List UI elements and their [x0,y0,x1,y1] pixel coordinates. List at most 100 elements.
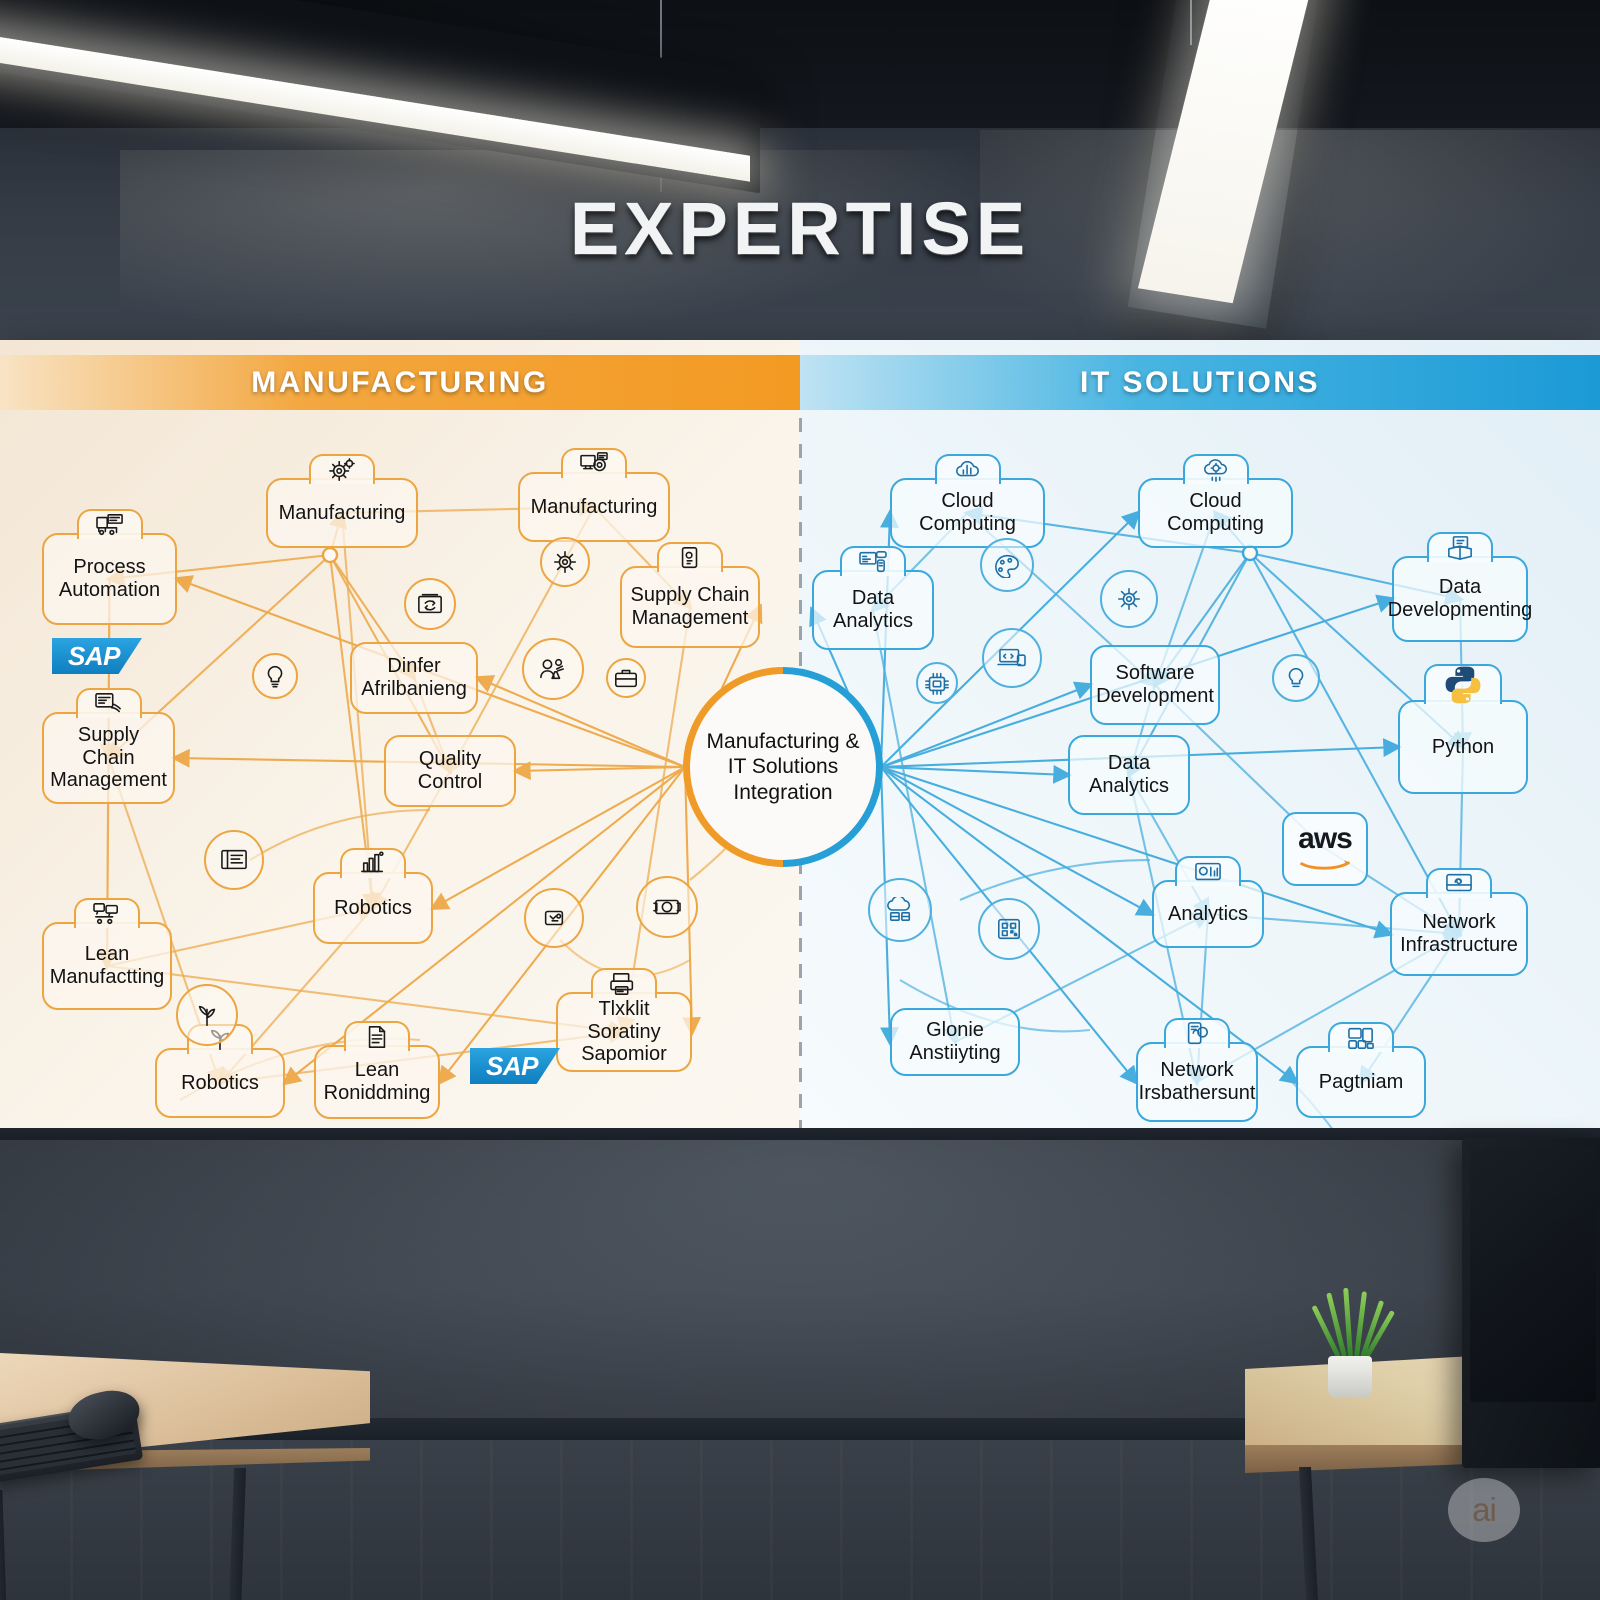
plant-pot [1328,1356,1372,1398]
node-robotics[interactable]: Robotics [155,1024,285,1118]
node-label: Supply Chain Management [50,724,167,792]
node-label: Data Analytics [832,587,914,632]
laptop-code-icon [982,628,1042,688]
devices-icon [1328,1022,1394,1052]
camera-robot-icon [636,876,698,938]
node-glonie-anstiiyting[interactable]: Glonie Anstiiyting [890,1008,1020,1076]
wall-light-glow-left [120,150,1020,340]
node-label: Supply Chain Management [630,584,750,629]
node-process-automation[interactable]: Process Automation [42,509,177,625]
clipboard-icon [657,542,723,572]
node-data-developmenting[interactable]: Data Developmenting [1388,532,1532,642]
node-label: Network Irsbathersunt [1138,1059,1256,1104]
expertise-board: MANUFACTURING IT SOLUTIONS Process Autom… [0,340,1600,1140]
dashboard-icon [840,546,906,576]
gear-blue-icon [1100,570,1158,628]
node-supply-chain-management[interactable]: Supply Chain Management [620,542,760,648]
sap-logo: SAP [470,1048,560,1084]
node-manufacturing[interactable]: Manufacturing [266,454,418,548]
node-label: Quality Control [417,748,483,793]
node-data-analytics[interactable]: Data Analytics [1068,735,1190,815]
desk-left-leg-back [0,1490,10,1600]
node-lean-roniddming[interactable]: Lean Roniddming [314,1021,440,1119]
manufacturing-header: MANUFACTURING [0,355,800,410]
cloud-db-icon [868,878,932,942]
node-label: Glonie Anstiiyting [909,1019,1001,1064]
pendant-wire-right [1190,0,1192,45]
node-label: Tlxklit Soratiny Sapomior [581,998,667,1066]
gear-icon [540,537,590,587]
aws-smile-icon [1299,854,1351,875]
potted-plant [1300,1272,1400,1398]
qr-icon [978,898,1040,960]
cart-chat-icon [74,898,140,928]
node-pagtniam[interactable]: Pagtniam [1296,1022,1426,1118]
it-solutions-header: IT SOLUTIONS [800,355,1600,410]
node-label: Data Analytics [1088,752,1170,797]
bulb-icon [252,653,298,699]
desk-right-leg [1298,1467,1324,1600]
node-analytics[interactable]: Analytics [1152,856,1264,948]
people-chart-icon [522,638,584,700]
node-cloud-computing[interactable]: Cloud Computing [1138,454,1293,548]
wall-light-glow-right [980,130,1600,340]
monitor [1462,1138,1600,1468]
node-dinfer-afrilbanieng[interactable]: Dinfer Afrilbanieng [350,642,478,714]
node-label: Pagtniam [1318,1070,1404,1093]
monitor-cog-icon [561,448,627,478]
node-lean-manufactting[interactable]: Lean Manufactting [42,898,172,1010]
node-label: Robotics [181,1071,259,1094]
invoice-hand-icon [75,688,142,718]
document-icon [344,1021,410,1051]
plant-gray-icon [176,984,238,1046]
node-cloud-computing[interactable]: Cloud Computing [890,454,1045,548]
center-hub[interactable]: Manufacturing & IT Solutions Integration [683,667,883,867]
analytics-screen-icon [1175,856,1241,886]
node-aws[interactable]: aws [1282,812,1368,886]
chip-icon [524,888,584,948]
node-network-irsbathersunt[interactable]: Network Irsbathersunt [1136,1018,1258,1122]
node-network-infrastructure[interactable]: Network Infrastructure [1390,868,1528,976]
cpu-icon [916,662,958,704]
node-label: Lean Roniddming [323,1059,431,1104]
node-software-development[interactable]: Software Development [1090,645,1220,725]
node-label: Cloud Computing [1167,490,1264,535]
node-supply-chain-management[interactable]: Supply Chain Management [42,688,175,804]
desk-left-leg-front [225,1468,247,1600]
node-label: Lean Manufactting [49,943,165,988]
node-label: Manufacturing [530,495,658,518]
palette-icon [980,538,1034,592]
node-quality-control[interactable]: Quality Control [384,735,516,807]
blueprint-icon [204,830,264,890]
exchange-box-icon [404,578,456,630]
cloud-chart-icon [934,454,1001,484]
server-icon [1427,532,1493,562]
node-label: Process Automation [58,556,161,601]
page-title: EXPERTISE [569,187,1031,270]
monitor-cloud-icon [1426,868,1492,898]
baseboard [0,1418,1600,1440]
node-label: Network Infrastructure [1400,911,1518,956]
printer-icon [591,968,657,998]
wall-upper [0,128,1600,340]
cloud-ai-icon [1182,454,1249,484]
node-tlxklit-soratiny-sapomior[interactable]: Tlxklit Soratiny Sapomior [556,968,692,1072]
node-python[interactable]: Python [1398,664,1528,794]
bar-chart-icon [340,848,406,878]
node-manufacturing[interactable]: Manufacturing [518,448,670,542]
briefcase-icon [606,658,646,698]
mobile-cloud-icon [1164,1018,1230,1048]
desk-left [0,1350,370,1600]
monitor-screen [1470,1148,1596,1402]
hub-label: Manufacturing & IT Solutions Integration [706,729,860,804]
node-label: Software Development [1096,662,1214,707]
node-label: Python [1431,735,1495,758]
node-data-analytics[interactable]: Data Analytics [812,546,934,650]
node-label: Dinfer Afrilbanieng [361,655,467,700]
node-label: Analytics [1167,902,1249,925]
gears-icon [309,454,375,484]
python-logo-icon [1424,664,1502,704]
aws-logo-text: aws [1298,821,1353,855]
node-robotics[interactable]: Robotics [313,848,433,944]
